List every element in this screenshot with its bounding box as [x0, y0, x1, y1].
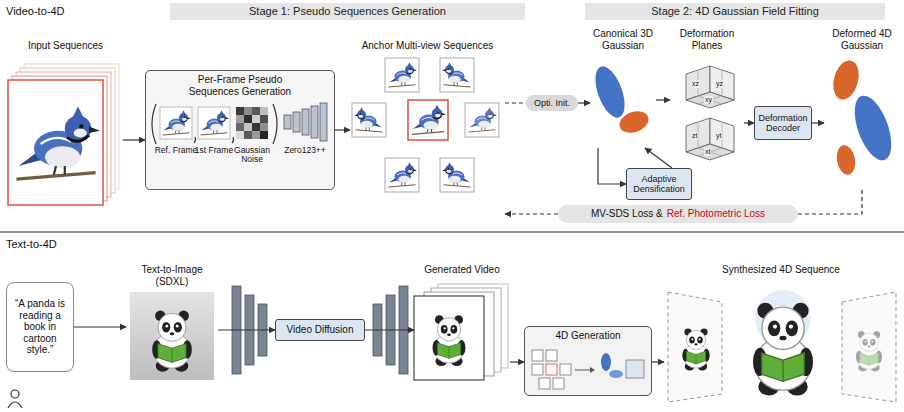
- node-text: Synthesized 4D Sequence: [722, 264, 840, 276]
- connector-arrow: [123, 139, 145, 140]
- process-box: Adaptive Densification: [626, 168, 692, 200]
- connector-arrow: [74, 326, 126, 327]
- connector-arrow: [744, 122, 754, 123]
- node-text: Deformation Decoder: [758, 113, 808, 134]
- node-text: Ref. Photometric Loss: [667, 208, 765, 220]
- node-text: Generated Video: [424, 264, 499, 276]
- node-text: 4D Generation: [555, 330, 620, 342]
- connector-arrow: [652, 361, 664, 362]
- connector-arrow: [656, 99, 670, 100]
- connector-arrow: [218, 329, 275, 330]
- connector-arrow: [365, 329, 414, 330]
- plane-label: zt: [691, 132, 698, 140]
- connector-arrow: [505, 213, 558, 214]
- figure-group: Canonical 3D Gaussian: [590, 26, 656, 148]
- process-box: Per-Frame Pseudo Sequences Generation: [145, 70, 335, 190]
- node-text: Per-Frame Pseudo Sequences Generation: [180, 74, 300, 97]
- model-box: Video Diffusion: [275, 319, 365, 341]
- plane-label: yt: [715, 132, 722, 140]
- figure-group: Generated Video: [414, 262, 510, 398]
- figure-group: Anchor Multi-view Sequences: [350, 38, 505, 218]
- plane-label: xy: [704, 96, 713, 104]
- node-text: “A panda is reading a book in cartoon st…: [10, 298, 70, 356]
- node-text: Deformed 4D Gaussian: [824, 28, 900, 51]
- connector-arrow: [335, 129, 350, 130]
- connector-arrow: [798, 190, 862, 214]
- process-box: Deformation Decoder: [754, 106, 812, 140]
- process-box: 4D Generation: [524, 326, 652, 396]
- node-text: Adaptive Densification: [630, 174, 688, 195]
- node-text: Opti. Init.: [534, 98, 570, 108]
- connector-arrow: [578, 102, 590, 103]
- node-text: Input Sequences: [28, 40, 103, 52]
- step-tag: Opti. Init.: [526, 95, 578, 111]
- figure-group: Synthesized 4D Sequence: [664, 262, 898, 404]
- input-label: Gaussian Noise: [228, 146, 276, 165]
- node-text: MV-SDS Loss &: [591, 208, 663, 220]
- input-label: 1st Frame: [192, 146, 236, 155]
- plane-label: xz: [691, 80, 700, 88]
- figure-group: Deformed 4D Gaussian: [824, 26, 900, 190]
- connector-arrow: [645, 148, 672, 168]
- prompt-bubble: “A panda is reading a book in cartoon st…: [6, 282, 74, 372]
- figure-group: Text-to-Image (SDXL): [126, 262, 218, 382]
- connector-arrow: [510, 361, 524, 362]
- node-text: Stage 1: Pseudo Sequences Generation: [249, 5, 446, 18]
- section-title: Video-to-4D: [6, 5, 65, 17]
- connector-arrow: [812, 122, 824, 123]
- node-text: Video Diffusion: [287, 324, 354, 336]
- node-text: Text-to-Image (SDXL): [126, 264, 218, 287]
- connector-arrow: [598, 148, 626, 184]
- stage-band: Stage 1: Pseudo Sequences Generation: [170, 3, 525, 20]
- node-text: Stage 2: 4D Gaussian Field Fitting: [651, 5, 819, 18]
- plane-label: yz: [715, 80, 724, 88]
- node-text: Deformation Planes: [670, 28, 744, 51]
- model-name: Zero123++: [277, 146, 333, 155]
- stage-band: Stage 2: 4D Gaussian Field Fitting: [585, 3, 885, 20]
- connector-arrow: [505, 102, 526, 103]
- loss-box: MV-SDS Loss & Ref. Photometric Loss: [558, 205, 798, 223]
- plane-label: xt: [704, 148, 711, 156]
- figure-group: Input Sequences: [8, 38, 123, 210]
- node-text: Anchor Multi-view Sequences: [362, 40, 494, 52]
- input-label: Ref. Frame: [154, 146, 198, 155]
- section-title: Text-to-4D: [6, 238, 57, 250]
- node-text: Canonical 3D Gaussian: [590, 28, 656, 51]
